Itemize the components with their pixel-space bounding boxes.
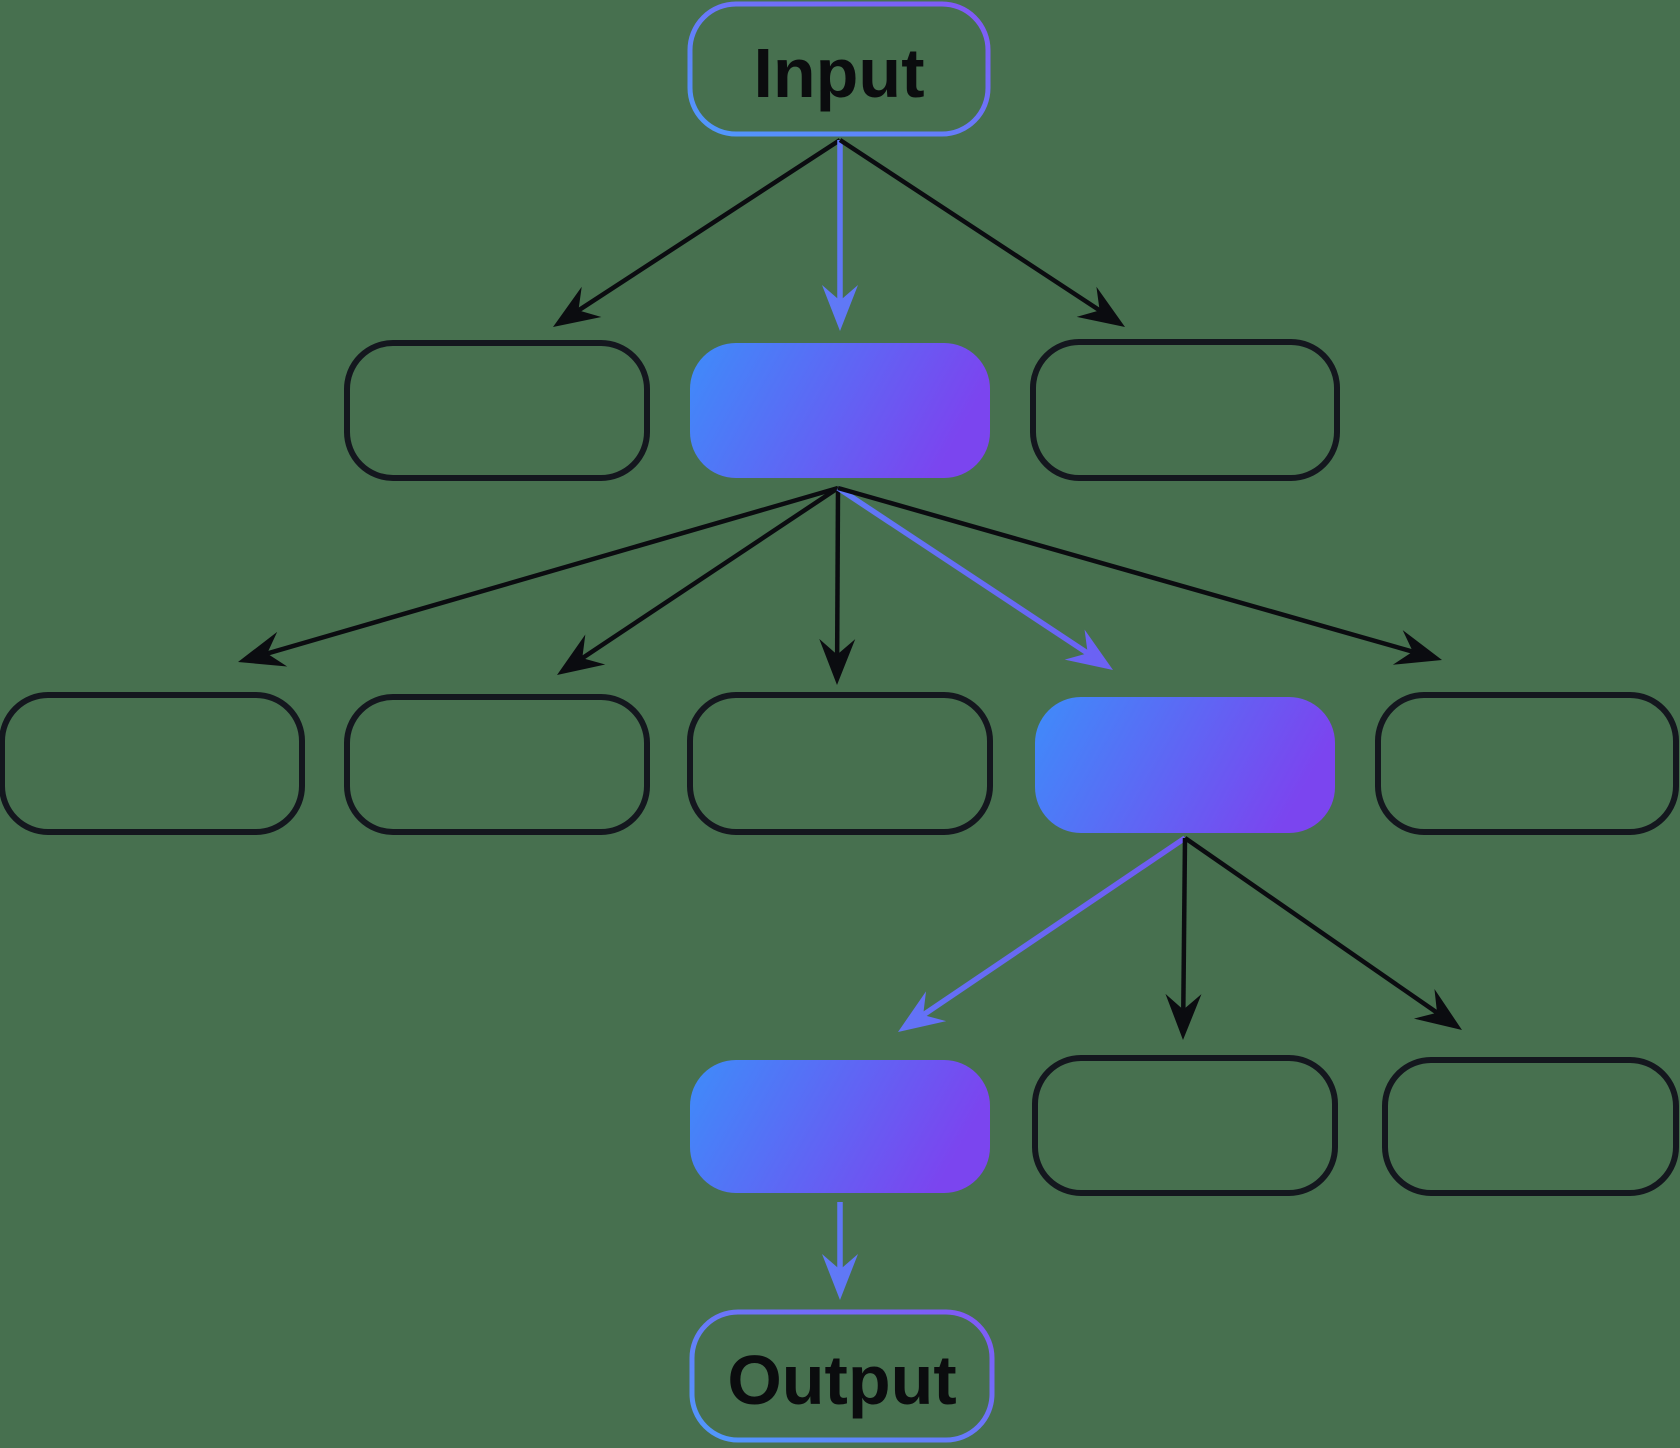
- edge-line: [578, 486, 840, 662]
- node-output: Output: [689, 1309, 995, 1443]
- node-l3-4-box: [1035, 697, 1335, 833]
- arrowhead-icon: [1413, 989, 1462, 1030]
- node-l3-1: [0, 692, 305, 835]
- node-l4-3-box: [1382, 1057, 1679, 1196]
- edge-line: [838, 138, 1104, 314]
- node-l3-4: [1035, 697, 1335, 833]
- edge-input-to-l2-3-arrow: [838, 138, 1125, 327]
- node-l2-1-box: [344, 340, 650, 481]
- node-l4-2: [1032, 1055, 1338, 1196]
- arrowhead-icon: [822, 285, 858, 331]
- node-l3-3-box: [687, 692, 993, 835]
- node-l3-2-box: [344, 694, 650, 835]
- edge-line: [837, 485, 1417, 655]
- arrowhead-icon: [1076, 286, 1125, 327]
- node-l2-2: [690, 343, 990, 478]
- node-l2-3-box: [1030, 339, 1340, 481]
- node-l4-2-box: [1032, 1055, 1338, 1196]
- edge-l2-2-to-l3-1-arrow: [238, 485, 839, 667]
- arrowhead-icon: [557, 634, 606, 675]
- node-l3-1-box: [0, 692, 305, 835]
- edges-layer: [238, 138, 1462, 1300]
- edge-line: [919, 835, 1187, 1019]
- arrowhead-icon: [553, 286, 602, 327]
- edge-l2-2-to-l3-4-arrow: [836, 485, 1113, 670]
- edge-input-to-l2-2-arrow: [822, 140, 858, 331]
- edge-l4-1-to-output-arrow: [822, 1202, 858, 1300]
- node-l2-2-box: [690, 343, 990, 478]
- arrowhead-icon: [238, 631, 288, 667]
- edge-l2-2-to-l3-3-arrow: [819, 487, 856, 685]
- node-l2-3: [1030, 339, 1340, 481]
- node-l4-1-box: [690, 1060, 990, 1193]
- edge-line: [1181, 837, 1188, 1013]
- node-l3-5-box: [1375, 692, 1679, 835]
- arrowhead-icon: [898, 991, 947, 1032]
- edge-line: [263, 485, 839, 657]
- edge-line: [574, 138, 842, 314]
- node-input-label: Input: [753, 34, 924, 112]
- edge-line: [1183, 836, 1441, 1017]
- arrowhead-icon: [822, 1254, 858, 1300]
- node-l4-3: [1382, 1057, 1679, 1196]
- edge-l3-4-to-l4-1-arrow: [898, 835, 1187, 1032]
- edge-l2-2-to-l3-2-arrow: [557, 486, 840, 675]
- node-l4-1: [690, 1060, 990, 1193]
- edge-l3-4-to-l4-3-arrow: [1183, 836, 1462, 1030]
- arrowhead-icon: [1392, 630, 1442, 665]
- node-input-box: [687, 1, 991, 137]
- edge-line: [836, 485, 1092, 658]
- node-input: Input: [687, 1, 991, 137]
- node-output-label: Output: [727, 1341, 956, 1419]
- node-l3-5: [1375, 692, 1679, 835]
- arrowhead-icon: [819, 638, 856, 685]
- edge-l2-2-to-l3-5-arrow: [837, 485, 1442, 665]
- node-l3-2: [344, 694, 650, 835]
- node-output-box: [689, 1309, 995, 1443]
- node-l3-3: [687, 692, 993, 835]
- node-l2-1: [344, 340, 650, 481]
- edge-line: [834, 487, 841, 658]
- edge-input-to-l2-1-arrow: [553, 138, 842, 327]
- edge-l3-4-to-l4-2-arrow: [1165, 837, 1202, 1040]
- arrowhead-icon: [1165, 993, 1202, 1040]
- arrowhead-icon: [1064, 629, 1113, 670]
